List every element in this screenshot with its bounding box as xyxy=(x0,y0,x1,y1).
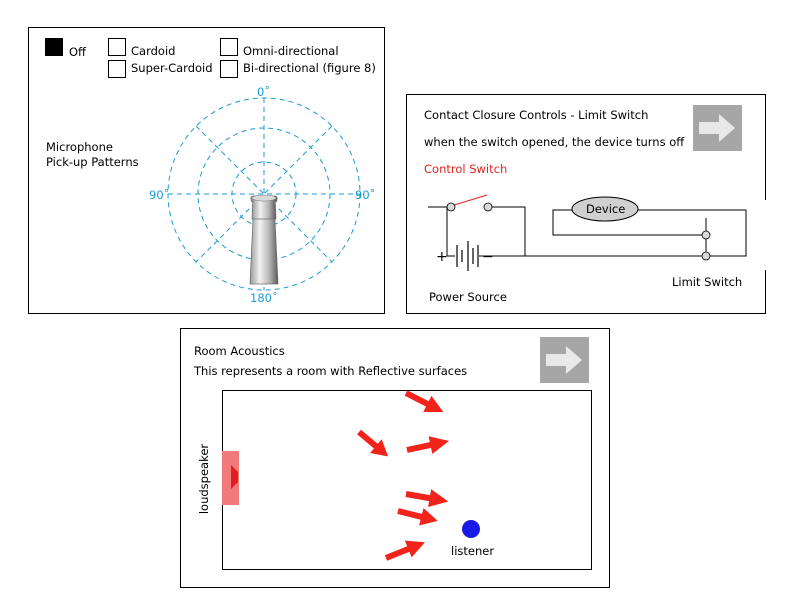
battery-icon xyxy=(456,241,479,271)
reflection-arrow xyxy=(404,390,444,413)
limit-switch-icon xyxy=(701,230,711,261)
reflection-arrow xyxy=(384,540,425,561)
next-button[interactable] xyxy=(540,337,589,383)
checkbox-omni-directional[interactable] xyxy=(220,38,238,56)
reflection-arrow xyxy=(406,436,450,454)
room-panel-description: This represents a room with Reflective s… xyxy=(194,364,468,378)
control-switch-icon xyxy=(446,194,493,212)
mic-pattern-panel: Off Cardoid Omni-directional Super-Cardo… xyxy=(28,27,385,314)
reflection-arrow xyxy=(357,429,389,457)
reflection-arrows xyxy=(357,390,450,561)
listener-dot xyxy=(462,520,480,538)
control-switch-label: Control Switch xyxy=(424,162,508,176)
switch-panel-title: Contact Closure Controls - Limit Switch xyxy=(424,108,649,122)
angle-label-bottom: 180˚ xyxy=(250,291,278,305)
listener-label: listener xyxy=(451,544,495,558)
right-arrow-icon xyxy=(546,346,582,374)
label-off: Off xyxy=(69,45,86,59)
polar-pattern-diagram xyxy=(167,97,361,291)
checkbox-super-cardoid[interactable] xyxy=(108,60,126,78)
checkbox-bi-directional[interactable] xyxy=(220,60,238,78)
device-shape xyxy=(571,196,639,222)
power-source-label: Power Source xyxy=(429,290,507,304)
checkbox-cardoid[interactable] xyxy=(108,38,126,56)
label-cardoid: Cardoid xyxy=(131,44,176,58)
angle-label-left: 90˚ xyxy=(149,188,170,202)
angle-label-right: 90˚ xyxy=(355,188,376,202)
limit-switch-circuit xyxy=(407,194,767,271)
right-arrow-icon xyxy=(699,114,735,142)
mic-caption-line2: Pick-up Patterns xyxy=(46,155,139,169)
loudspeaker-icon xyxy=(222,451,239,505)
battery-minus-label: − xyxy=(482,249,494,265)
checkbox-off[interactable] xyxy=(45,38,63,56)
microphone-icon xyxy=(249,194,279,285)
switch-panel-description: when the switch opened, the device turns… xyxy=(424,135,685,149)
angle-label-top: 0˚ xyxy=(257,85,271,99)
next-button[interactable] xyxy=(693,105,742,151)
reflection-arrow xyxy=(405,489,449,508)
limit-switch-label: Limit Switch xyxy=(672,275,743,289)
room-acoustics-panel: Room Acoustics This represents a room wi… xyxy=(180,328,610,588)
room-panel-title: Room Acoustics xyxy=(194,344,285,358)
reflection-arrow xyxy=(397,508,438,526)
battery-plus-label: + xyxy=(436,249,448,265)
loudspeaker-label: loudspeaker xyxy=(197,443,212,515)
mic-caption-line1: Microphone xyxy=(46,140,113,154)
label-omni-directional: Omni-directional xyxy=(243,44,339,58)
room-diagram xyxy=(222,390,480,561)
label-bi-directional: Bi-directional (figure 8) xyxy=(243,61,376,75)
device-label: Device xyxy=(586,202,626,216)
limit-switch-panel: Contact Closure Controls - Limit Switch … xyxy=(406,94,767,314)
label-super-cardoid: Super-Cardoid xyxy=(131,61,213,75)
